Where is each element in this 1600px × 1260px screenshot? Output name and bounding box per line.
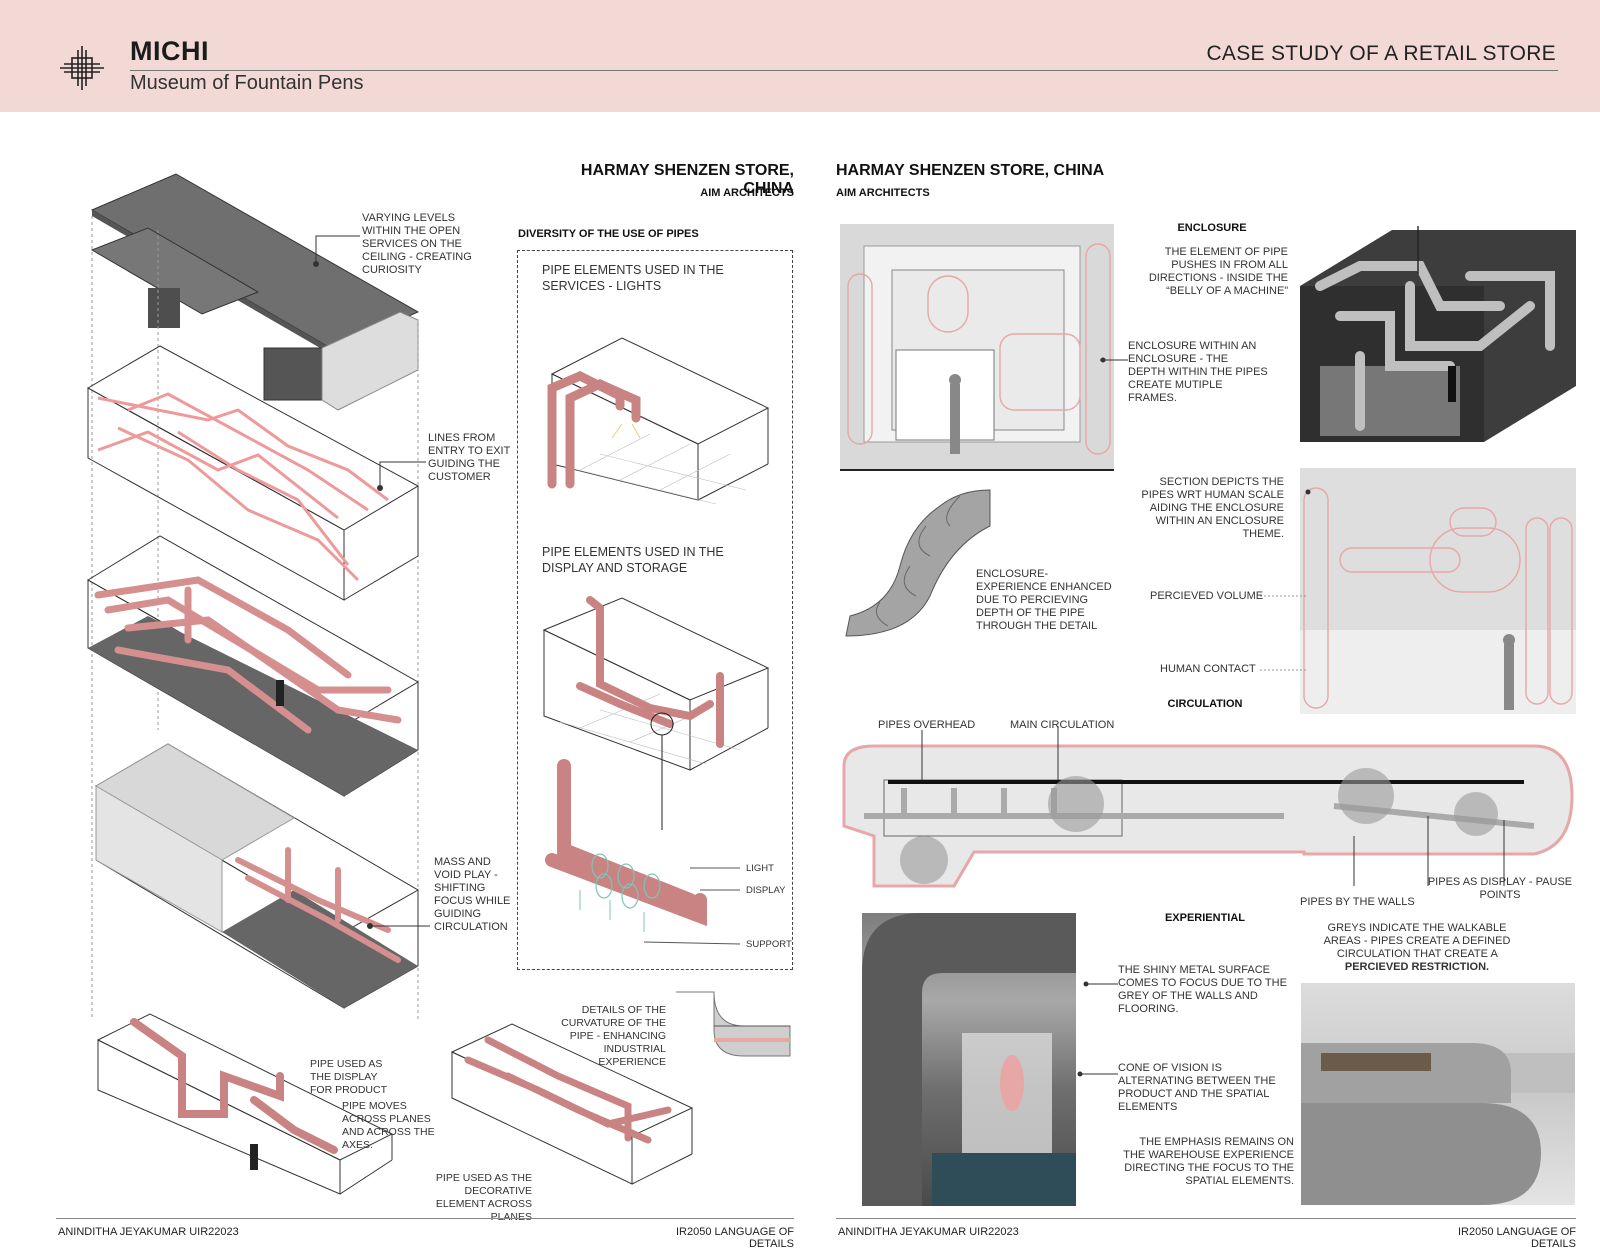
label-greys-indicate: GREYS INDICATE THE WALKABLE AREAS - PIPE… bbox=[1320, 922, 1514, 974]
label-emphasis: THE EMPHASIS REMAINS ON THE WAREHOUSE EX… bbox=[1123, 1136, 1294, 1187]
label-cone-vision: CONE OF VISION IS ALTERNATING BETWEEN TH… bbox=[1118, 1062, 1276, 1113]
pipe-display-product-diagram bbox=[96, 1013, 394, 1195]
pipe-display-label: PIPE ELEMENTS USED IN THE DISPLAY AND ST… bbox=[542, 545, 724, 575]
page-title: MICHI bbox=[130, 36, 209, 66]
label-pipes-overhead: PIPES OVERHEAD bbox=[878, 719, 976, 731]
enclosure-elevation bbox=[840, 224, 1114, 471]
leader-experiential bbox=[1077, 981, 1118, 1077]
human-scale-section bbox=[1300, 468, 1576, 714]
exploded-axonometric-diagram bbox=[86, 173, 420, 1020]
label-human-contact: HUMAN CONTACT bbox=[1160, 663, 1256, 675]
label-pipe-decorative: PIPE USED AS THE DECORATIVE ELEMENT ACRO… bbox=[435, 1172, 532, 1223]
left-footer-course: IR2050 LANGUAGE OF DETAILS bbox=[676, 1226, 794, 1250]
pipe-detail-diagram bbox=[545, 759, 741, 945]
pipe-decorative-diagram bbox=[450, 1023, 694, 1185]
enclosure-3d-render bbox=[1300, 226, 1576, 442]
enclosure-text: THE ELEMENT OF PIPE PUSHES IN FROM ALL D… bbox=[1148, 246, 1288, 297]
label-enclosure-experience: ENCLOSURE-EXPERIENCE ENHANCED DUE TO PER… bbox=[976, 568, 1112, 632]
page-subtitle: Museum of Fountain Pens bbox=[130, 72, 364, 94]
label-light: LIGHT bbox=[746, 863, 774, 874]
greys-indicate-text: GREYS INDICATE THE WALKABLE AREAS - PIPE… bbox=[1323, 922, 1511, 960]
label-enclosure-within: ENCLOSURE WITHIN AN ENCLOSURE - THE DEPT… bbox=[1128, 340, 1268, 404]
warehouse-pipe-photo-art bbox=[1301, 1043, 1575, 1205]
case-study-title: CASE STUDY OF A RETAIL STORE bbox=[1206, 42, 1556, 65]
label-pipes-as-display: PIPES AS DISPLAY - PAUSE POINTS bbox=[1427, 876, 1573, 901]
pipe-elbow-render bbox=[845, 489, 991, 637]
pipe-elbow-detail bbox=[676, 991, 791, 1057]
label-pipes-by-walls: PIPES BY THE WALLS bbox=[1300, 896, 1415, 908]
warehouse-pipe-photo bbox=[1301, 983, 1575, 1205]
right-store-title: HARMAY SHENZEN STORE, CHINA bbox=[836, 162, 1105, 179]
enclosure-heading: ENCLOSURE bbox=[1177, 222, 1247, 234]
label-details-curvature: DETAILS OF THE CURVATURE OF THE PIPE - E… bbox=[561, 1004, 666, 1068]
right-footer-rule bbox=[836, 1218, 1576, 1219]
right-footer-author: ANINDITHA JEYAKUMAR UIR22023 bbox=[838, 1226, 1019, 1238]
label-shiny-metal: THE SHINY METAL SURFACE COMES TO FOCUS D… bbox=[1118, 964, 1287, 1015]
label-main-circulation: MAIN CIRCULATION bbox=[1010, 719, 1115, 731]
metal-pipe-photo-art bbox=[862, 913, 1076, 1206]
diversity-heading: DIVERSITY OF THE USE OF PIPES bbox=[518, 228, 699, 240]
label-percieved-volume: PERCIEVED VOLUME bbox=[1150, 590, 1264, 602]
pipe-services-diagram bbox=[547, 337, 770, 505]
page-header bbox=[0, 0, 1600, 112]
label-pipe-display-product: PIPE USED AS THE DISPLAY FOR PRODUCT bbox=[310, 1058, 387, 1096]
leader-lines-left bbox=[313, 235, 430, 929]
metal-pipe-photo bbox=[862, 913, 1076, 1206]
label-varying-levels: VARYING LEVELS WITHIN THE OPEN SERVICES … bbox=[362, 212, 472, 276]
circulation-plan bbox=[842, 726, 1574, 888]
leader-section bbox=[1260, 489, 1311, 671]
experiential-heading: EXPERIENTIAL bbox=[1164, 912, 1246, 924]
label-display: DISPLAY bbox=[746, 885, 786, 896]
circulation-heading: CIRCULATION bbox=[1167, 698, 1243, 710]
pipe-services-label: PIPE ELEMENTS USED IN THE SERVICES - LIG… bbox=[542, 263, 724, 293]
right-footer-course: IR2050 LANGUAGE OF DETAILS bbox=[1458, 1226, 1576, 1250]
label-mass-void: MASS AND VOID PLAY - SHIFTING FOCUS WHIL… bbox=[434, 856, 511, 933]
label-lines-entry: LINES FROM ENTRY TO EXIT GUIDING THE CUS… bbox=[428, 432, 511, 483]
greys-indicate-bold: PERCIEVED RESTRICTION. bbox=[1344, 961, 1490, 973]
pipe-diversity-frame bbox=[517, 250, 793, 970]
header-divider bbox=[130, 70, 1558, 71]
leader-enclosure-within bbox=[1100, 357, 1128, 363]
left-architect: AIM ARCHITECTS bbox=[700, 187, 794, 199]
pipe-display-diagram bbox=[542, 596, 770, 830]
label-pipe-moves: PIPE MOVES ACROSS PLANES AND ACROSS THE … bbox=[342, 1100, 435, 1151]
left-store-title: HARMAY SHENZEN STORE, CHINA bbox=[580, 162, 794, 197]
label-section-depicts: SECTION DEPICTS THE PIPES WRT HUMAN SCAL… bbox=[1141, 476, 1284, 540]
label-support: SUPPORT bbox=[746, 939, 792, 950]
michi-logo-icon bbox=[60, 46, 104, 90]
left-footer-author: ANINDITHA JEYAKUMAR UIR22023 bbox=[58, 1226, 239, 1238]
right-architect: AIM ARCHITECTS bbox=[836, 187, 930, 199]
left-footer-rule bbox=[56, 1218, 794, 1219]
